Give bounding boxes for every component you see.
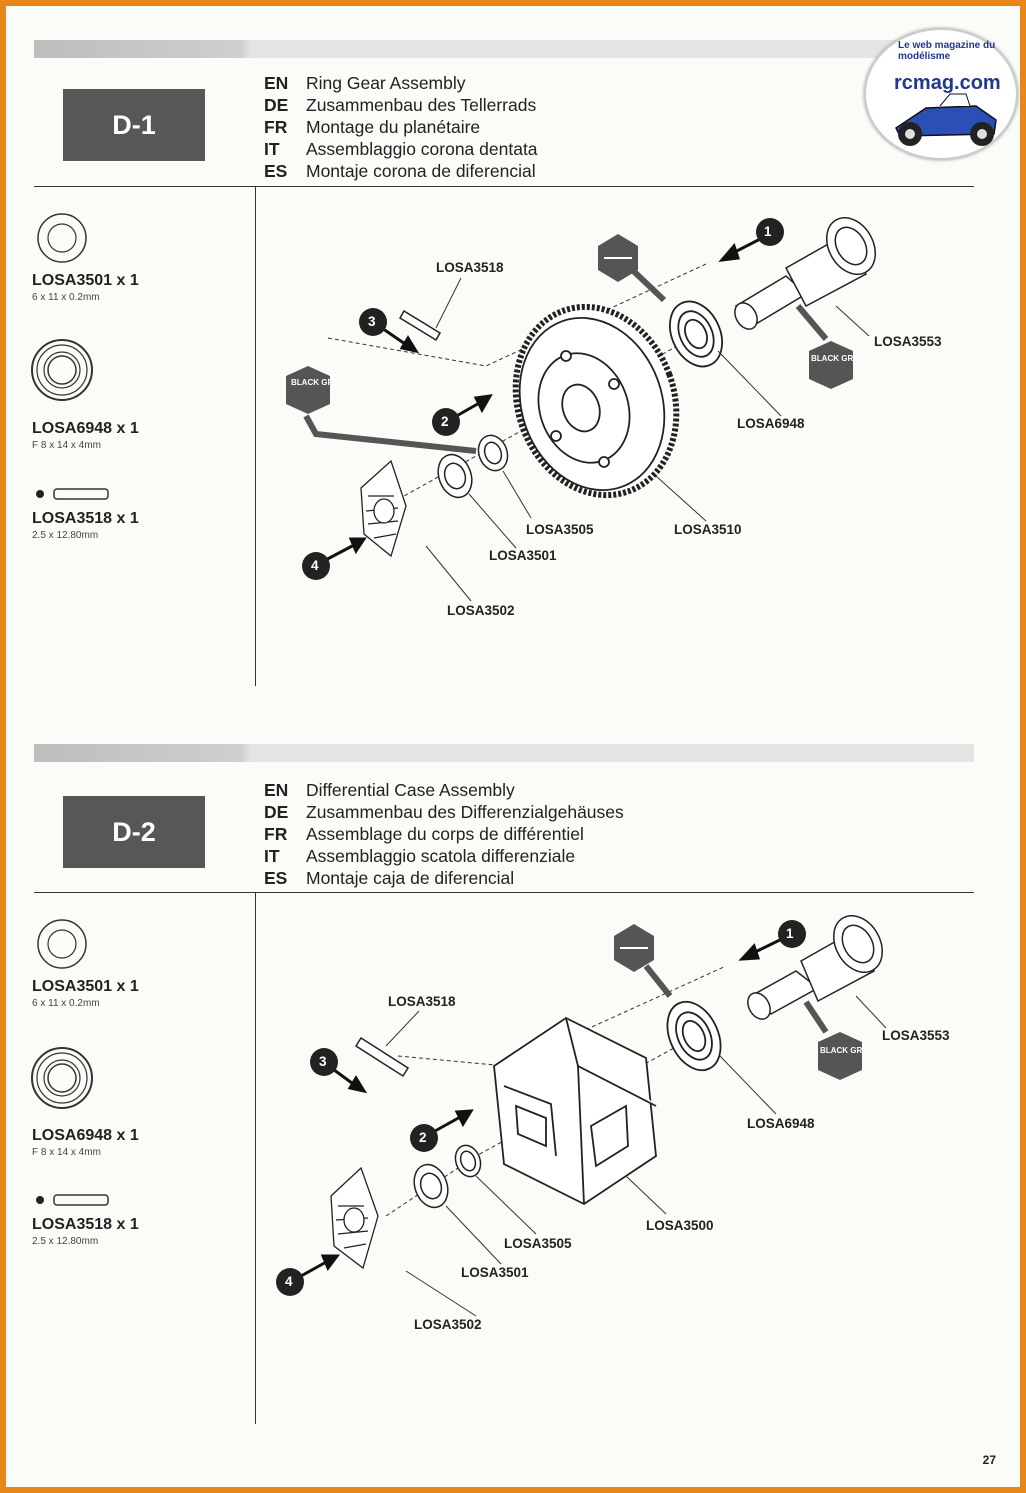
grease-label: BLACK GREASE: [811, 354, 876, 363]
page-number: 27: [982, 1453, 996, 1467]
step-number-1: 1: [786, 926, 794, 941]
pin-icon: [36, 488, 109, 500]
bevel-gear: [330, 1166, 379, 1270]
washer-losa3505: [454, 1144, 482, 1178]
step-badge-2: [432, 408, 460, 436]
label-losa3502: LOSA3502: [414, 1317, 482, 1332]
label-losa6948: LOSA6948: [737, 416, 805, 431]
parts-icons-d1: [31, 213, 109, 500]
step-number-3: 3: [368, 314, 376, 329]
washer-losa3501: [437, 453, 473, 499]
part-losa3501-d2: LOSA3501 x 1 6 x 11 x 0.2mm: [32, 978, 139, 1009]
step-number-2: 2: [419, 1130, 427, 1145]
exploded-diagram-d2: [276, 915, 887, 1317]
step-badge-4: [302, 552, 330, 580]
bearing: [669, 300, 723, 368]
part-losa6948-d1: LOSA6948 x 1 F 8 x 14 x 4mm: [32, 420, 139, 451]
step-badge-1: [756, 218, 784, 246]
rotate-icon: [598, 234, 667, 303]
leader-lines: [385, 995, 887, 1317]
step-badge-1: [778, 920, 806, 948]
part-losa3501-d1: LOSA3501 x 1 6 x 11 x 0.2mm: [32, 272, 139, 303]
step-number-1: 1: [764, 224, 772, 239]
step-badge-2: [410, 1124, 438, 1152]
grease-label: BLACK GREASE: [820, 1046, 885, 1055]
part-losa3518-d2: LOSA3518 x 1 2.5 x 12.80mm: [32, 1216, 139, 1247]
pin: [398, 309, 442, 342]
step-number-4: 4: [285, 1274, 293, 1289]
label-losa3502: LOSA3502: [447, 603, 515, 618]
grease-label: BLACK GREASE: [291, 378, 356, 387]
step-badge-4: [276, 1268, 304, 1296]
leader-lines: [425, 277, 870, 602]
grease-tag: [795, 304, 853, 389]
exploded-diagram-d1: [286, 217, 876, 602]
bearing-icon: [31, 1047, 93, 1109]
rcmag-logo: Le web magazine du modélisme rcmag.com: [864, 28, 1018, 160]
part-losa3518-d1: LOSA3518 x 1 2.5 x 12.80mm: [32, 510, 139, 541]
step-badge-3: [359, 308, 387, 336]
parts-column-divider-d1: [255, 186, 256, 686]
label-losa3510: LOSA3510: [674, 522, 742, 537]
label-losa3518: LOSA3518: [388, 994, 456, 1009]
rotate-icon: [614, 924, 673, 998]
washer-icon: [37, 919, 87, 969]
grease-tag: [803, 1000, 862, 1080]
bearing-icon: [31, 339, 93, 401]
parts-column-divider-d2: [255, 892, 256, 1424]
label-losa3553: LOSA3553: [882, 1028, 950, 1043]
label-losa3505: LOSA3505: [526, 522, 594, 537]
section-band-d2: [34, 744, 974, 762]
section-band-d1: [34, 40, 974, 58]
differential-case: [493, 1016, 657, 1206]
part-losa6948-d2: LOSA6948 x 1 F 8 x 14 x 4mm: [32, 1127, 139, 1158]
logo-tagline: Le web magazine du modélisme: [898, 40, 996, 62]
step-badge-3: [310, 1048, 338, 1076]
label-losa3505: LOSA3505: [504, 1236, 572, 1251]
step-number-3: 3: [319, 1054, 327, 1069]
logo-brand: rcmag.com: [894, 72, 1001, 94]
label-losa3500: LOSA3500: [646, 1218, 714, 1233]
outdrive-cup: [734, 217, 876, 330]
step-label-d1: D-1: [63, 89, 205, 161]
label-losa3501: LOSA3501: [489, 548, 557, 563]
washer-icon: [37, 213, 87, 263]
label-losa6948: LOSA6948: [747, 1116, 815, 1131]
washer-losa3501: [413, 1163, 449, 1209]
bevel-gear: [360, 459, 407, 558]
step-label-d2: D-2: [63, 796, 205, 868]
pin: [354, 1036, 410, 1078]
pin-icon: [36, 1194, 109, 1206]
washer-losa3505: [477, 434, 509, 472]
label-losa3518: LOSA3518: [436, 260, 504, 275]
bearing: [666, 1000, 722, 1072]
divider-d2: [34, 892, 974, 893]
ring-gear: [512, 303, 680, 499]
parts-icons-d2: [31, 919, 109, 1206]
car-icon: [895, 93, 997, 146]
divider-d1: [34, 186, 974, 187]
step-number-2: 2: [441, 414, 449, 429]
label-losa3501: LOSA3501: [461, 1265, 529, 1280]
outdrive-cup: [747, 915, 883, 1020]
step-number-4: 4: [311, 558, 319, 573]
grease-tag: [286, 366, 477, 454]
label-losa3553: LOSA3553: [874, 334, 942, 349]
